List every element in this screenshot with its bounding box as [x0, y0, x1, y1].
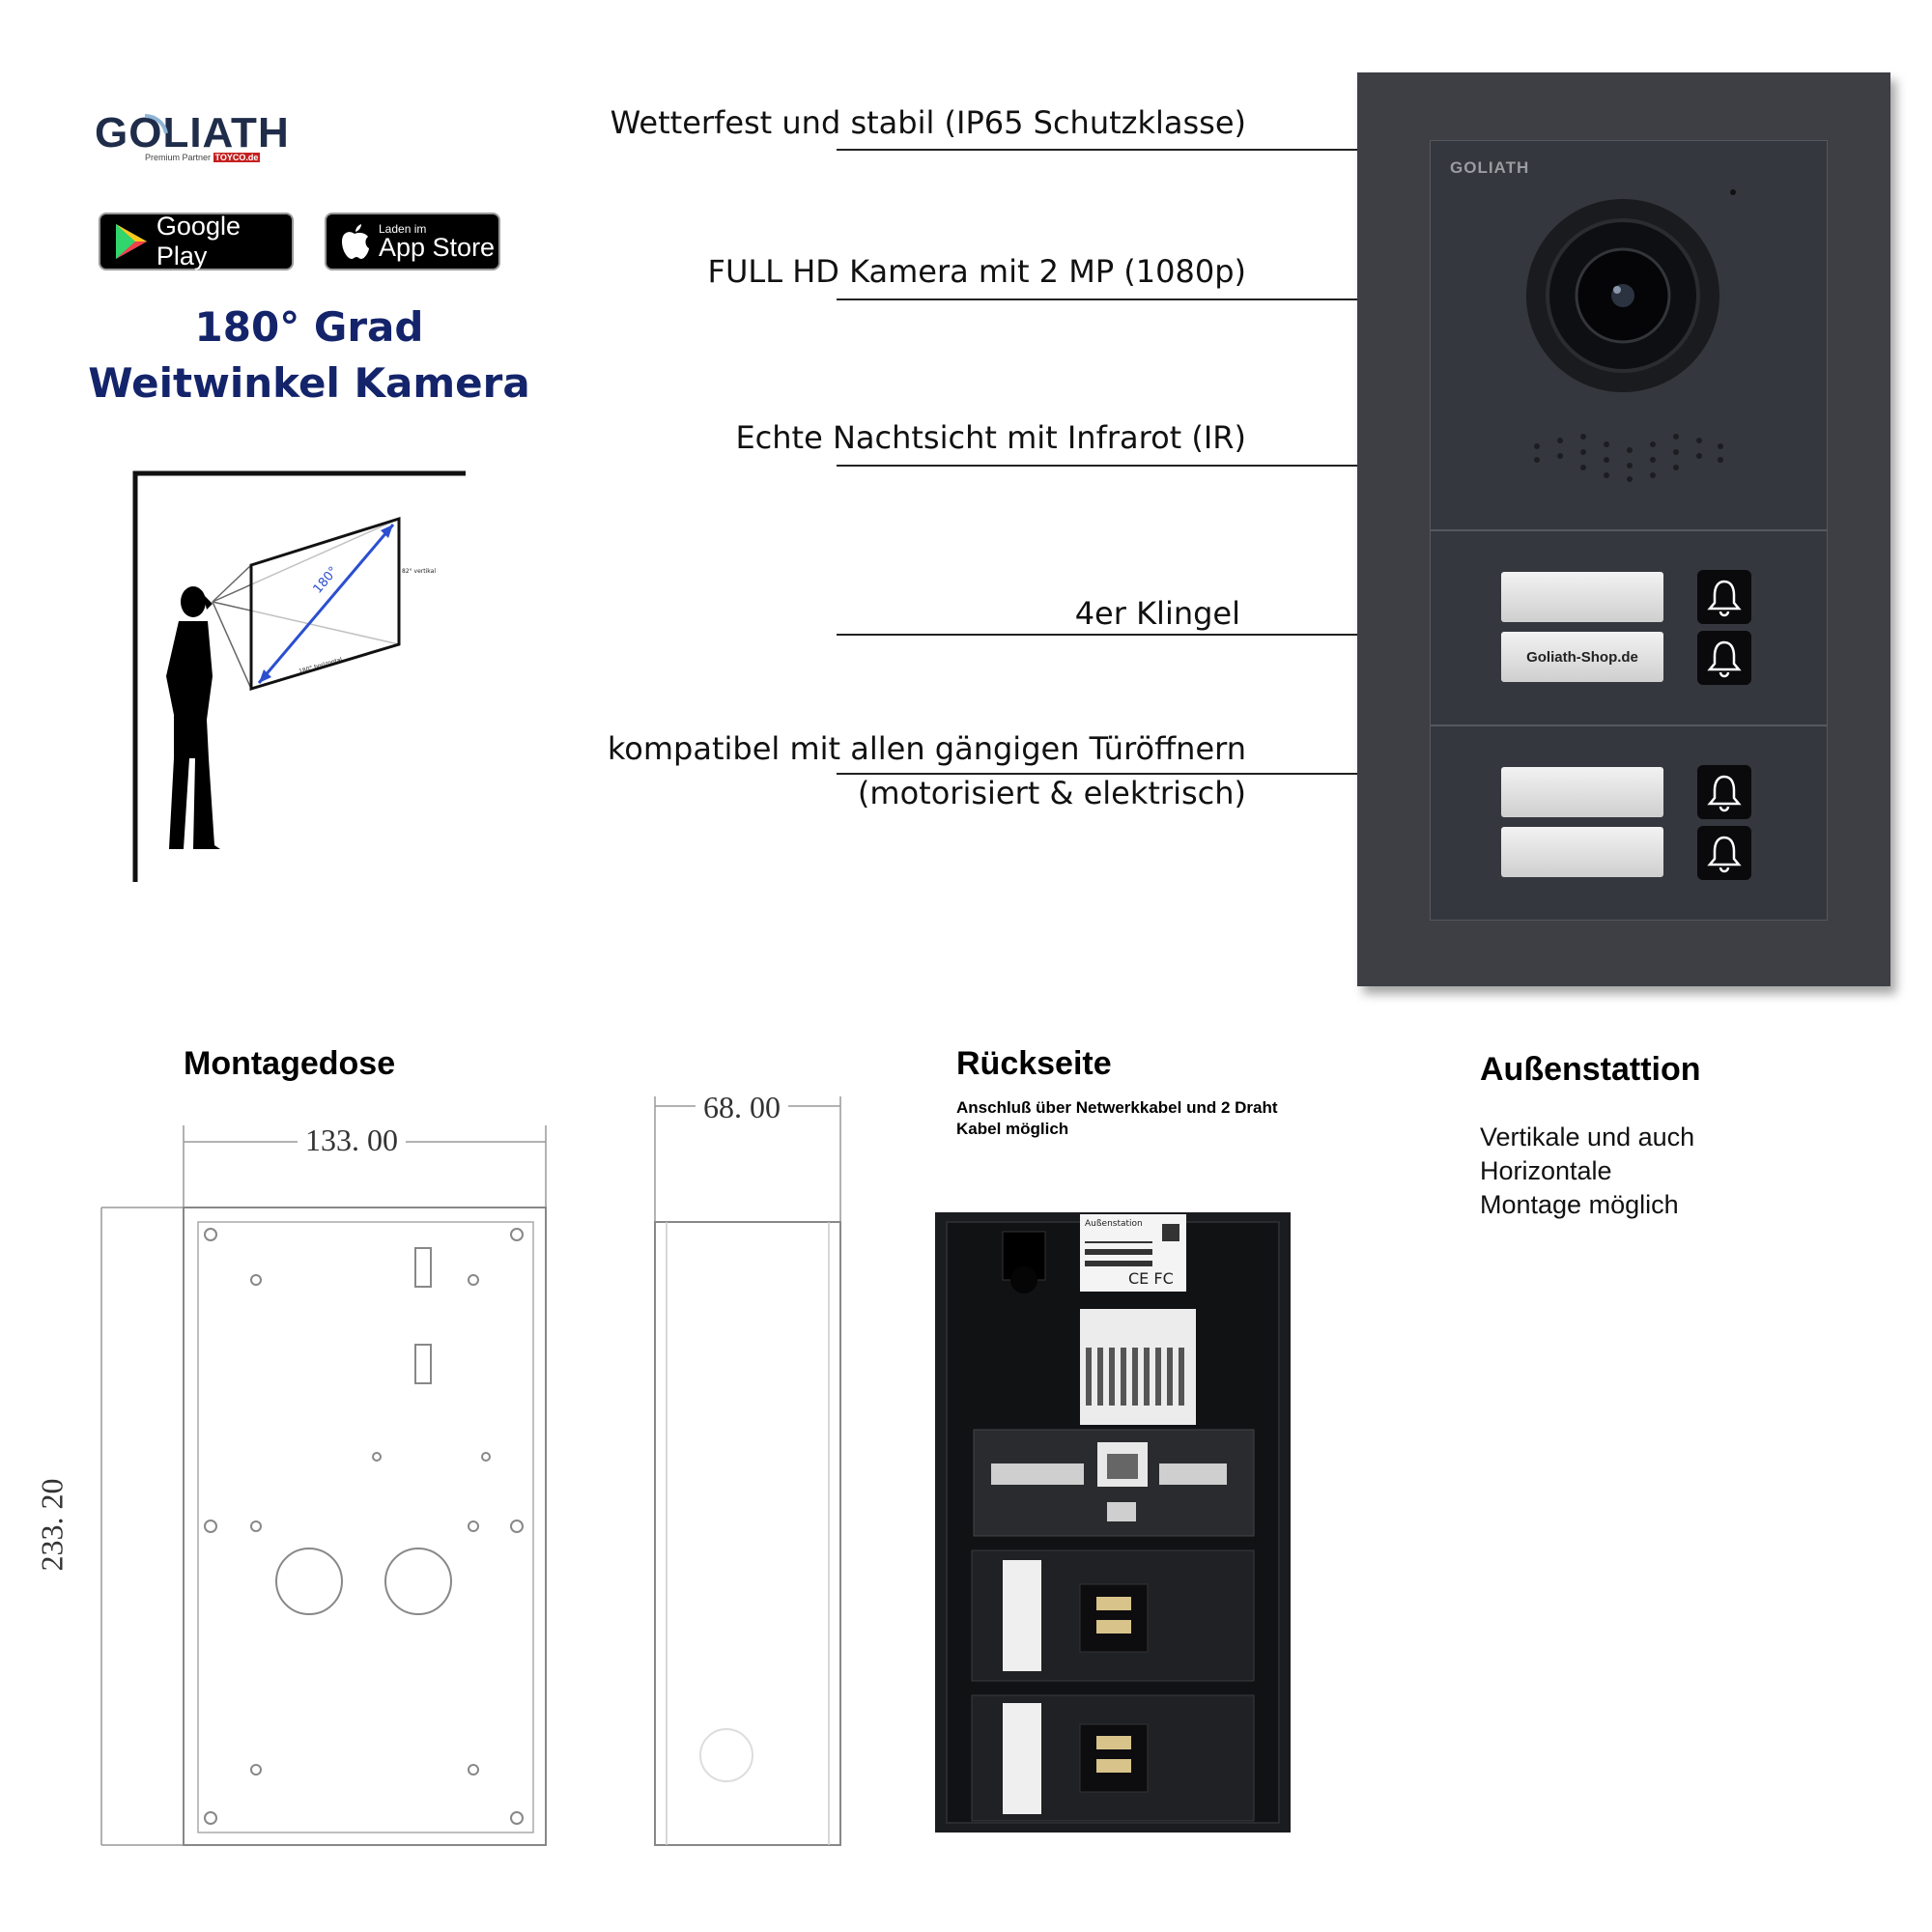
goliath-logo-icon: GOLIATH: [95, 109, 289, 156]
bell-button-2[interactable]: [1697, 631, 1751, 685]
device-brand: GOLIATH: [1450, 158, 1530, 177]
person-silhouette-icon: [166, 586, 220, 849]
app-store-small-label: Laden im: [379, 221, 427, 236]
feature-compatible-note: (motorisiert & elektrisch): [857, 775, 1246, 811]
aussenstation-description: Vertikale und auch Horizontale Montage m…: [1480, 1122, 1695, 1219]
feature-line-1: [837, 149, 1358, 151]
headline-line1: 180° Grad: [194, 303, 424, 351]
nameplate-text: Goliath-Shop.de: [1526, 648, 1638, 666]
bell-module-2: [1430, 725, 1828, 921]
speaker-grille-icon: [1527, 429, 1730, 487]
bell-module-1: Goliath-Shop.de: [1430, 530, 1828, 725]
rueckseite-note: Anschluß über Netwerkkabel und 2 Draht K…: [956, 1098, 1278, 1138]
montagedose-title: Montagedose: [184, 1045, 396, 1082]
product-label-mark: CE FC: [1128, 1269, 1174, 1288]
logo-text: GOLIATH: [95, 109, 288, 156]
dimension-width: 133. 00: [298, 1122, 406, 1158]
feature-compatible: kompatibel mit allen gängigen Türöffnern: [607, 730, 1246, 767]
feature-bells: 4er Klingel: [1074, 595, 1240, 632]
bell-icon: [1707, 580, 1742, 617]
app-store-badge[interactable]: Laden im App Store: [325, 213, 500, 270]
ir-sensor: [1730, 189, 1736, 195]
nameplate-2[interactable]: Goliath-Shop.de: [1501, 632, 1663, 682]
feature-camera: FULL HD Kamera mit 2 MP (1080p): [707, 253, 1246, 290]
viewing-angle-diagram: 180° 82° vertikal 180° horizontal: [126, 469, 473, 884]
bell-button-3[interactable]: [1697, 765, 1751, 819]
apple-icon: [342, 224, 369, 259]
bell-icon: [1707, 836, 1742, 873]
camera-module: GOLIATH: [1430, 140, 1828, 530]
camera-lens-icon: [1524, 197, 1722, 395]
mounting-box-drawing-front: [82, 1101, 565, 1855]
dimension-depth: 68. 00: [696, 1090, 788, 1125]
bell-button-1[interactable]: [1697, 570, 1751, 624]
nameplate-3[interactable]: [1501, 767, 1663, 817]
feature-line-4: [837, 634, 1358, 636]
product-label-title: Außenstation: [1085, 1219, 1143, 1229]
logo-subtitle: Premium Partner TOYCO.de: [145, 153, 261, 162]
rueckseite-title: Rückseite: [956, 1045, 1112, 1082]
feature-line-2: [837, 298, 1358, 300]
door-station-back: Außenstation CE FC: [935, 1212, 1291, 1833]
nameplate-4[interactable]: [1501, 827, 1663, 877]
nameplate-1[interactable]: [1501, 572, 1663, 622]
bell-icon: [1707, 775, 1742, 812]
wall-outline: [132, 470, 466, 882]
google-play-badge[interactable]: Google Play: [99, 212, 294, 270]
angle-arrow: [257, 524, 395, 684]
mounting-box-drawing-side: [647, 1087, 850, 1860]
bell-button-4[interactable]: [1697, 826, 1751, 880]
headline: 180° Grad Weitwinkel Kamera: [58, 299, 560, 412]
door-station-front: GOLIATH: [1357, 72, 1890, 986]
brand-logo: GOLIATH: [95, 104, 289, 172]
bell-icon: [1707, 640, 1742, 678]
vertical-label: 82° vertikal: [402, 568, 436, 575]
feature-weatherproof: Wetterfest und stabil (IP65 Schutzklasse…: [610, 104, 1246, 141]
headline-line2: Weitwinkel Kamera: [88, 359, 530, 407]
aussenstation-title: Außenstattion: [1480, 1051, 1701, 1088]
dimension-height: 233. 20: [34, 1470, 71, 1579]
feature-line-3: [837, 465, 1358, 467]
google-play-label: Google Play: [156, 212, 241, 270]
app-store-label: App Store: [379, 232, 496, 262]
feature-night-vision: Echte Nachtsicht mit Infrarot (IR): [735, 419, 1246, 456]
feature-line-5: [837, 773, 1358, 775]
google-play-icon: [116, 224, 147, 259]
logo-partner: TOYCO.de: [213, 153, 261, 162]
